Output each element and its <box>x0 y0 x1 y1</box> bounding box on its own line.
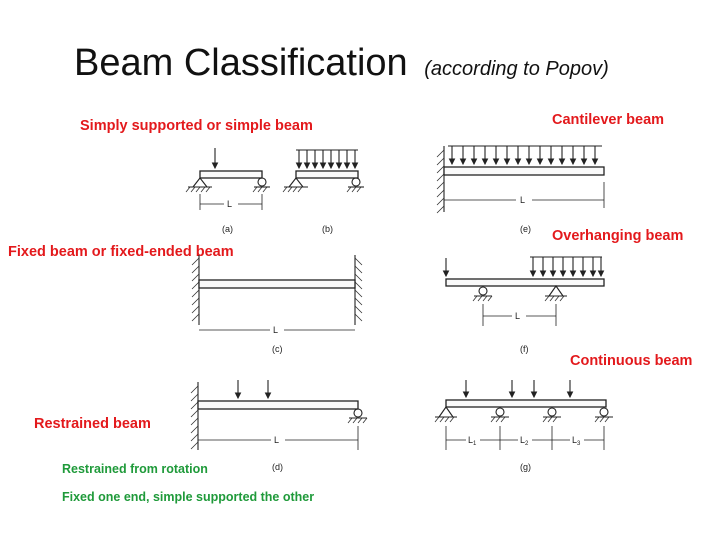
span-label-a: L <box>227 199 232 209</box>
caption-g: (g) <box>520 462 531 472</box>
span-label-f: L <box>515 311 520 321</box>
slide-title: Beam Classification (according to Popov) <box>74 42 609 85</box>
title-subtitle: (according to Popov) <box>424 58 609 80</box>
label-cantilever-beam: Cantilever beam <box>552 112 665 128</box>
title-text: Beam Classification <box>74 42 408 84</box>
diagram-d-restrained: L (d) <box>190 380 368 472</box>
caption-b: (b) <box>322 224 333 234</box>
label-fixed-beam: Fixed beam or fixed-ended beam <box>8 244 234 260</box>
label-simple-beam: Simply supported or simple beam <box>80 118 313 134</box>
span-label-c: L <box>273 325 278 335</box>
diagram-g-continuous: L1 L2 L3 (g) <box>434 380 613 472</box>
diagram-e-cantilever: L (e) <box>436 145 605 234</box>
note-fixed-one-end: Fixed one end, simple supported the othe… <box>62 490 315 504</box>
caption-f: (f) <box>520 344 529 354</box>
diagram-f-overhanging: L (f) <box>442 256 605 354</box>
span-label-g1: L1 <box>468 435 477 447</box>
label-restrained-beam: Restrained beam <box>34 416 151 432</box>
span-label-g3: L3 <box>572 435 581 447</box>
label-overhanging-beam: Overhanging beam <box>552 228 684 244</box>
caption-a: (a) <box>222 224 233 234</box>
note-restrained-rotation: Restrained from rotation <box>62 462 208 476</box>
label-continuous-beam: Continuous beam <box>570 353 693 369</box>
caption-e: (e) <box>520 224 531 234</box>
caption-d: (d) <box>272 462 283 472</box>
diagram-a-simple-point-load: L (a) <box>185 148 270 234</box>
span-label-g2: L2 <box>520 435 529 447</box>
span-label-e: L <box>520 195 525 205</box>
span-label-d: L <box>274 435 279 445</box>
diagram-b-simple-distributed-load: (b) <box>282 149 364 234</box>
caption-c: (c) <box>272 344 283 354</box>
diagram-c-fixed-ended: L (c) <box>191 255 363 354</box>
